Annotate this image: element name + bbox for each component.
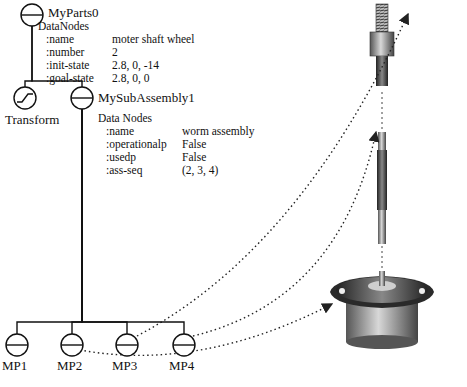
table-cell: False — [182, 151, 206, 164]
shaft-wheel — [370, 4, 394, 86]
tree-connector — [25, 26, 32, 87]
transform-node: Transform — [13, 86, 37, 110]
worm-rod — [377, 92, 387, 268]
leader-arrow — [80, 304, 332, 355]
tree-connector — [17, 109, 82, 334]
object-symbol — [70, 86, 94, 110]
object-node: MP1 — [5, 333, 29, 357]
table-cell: :number — [46, 46, 84, 59]
object-node: MySubAssembly1 — [70, 86, 94, 110]
tree-connector — [82, 109, 184, 334]
table-cell: 2.8, 0, -14 — [112, 59, 159, 72]
table-cell: :name — [46, 33, 74, 46]
table-heading: Data Nodes — [98, 112, 152, 125]
table-cell: :operationalp — [106, 138, 167, 151]
object-symbol — [5, 333, 29, 357]
table-cell: False — [182, 138, 206, 151]
table-cell: :ass-seq — [106, 164, 142, 177]
node-name: MP1 — [2, 359, 27, 373]
table-cell: worm assembly — [182, 125, 255, 138]
table-cell: :goal-state — [46, 72, 94, 85]
object-symbol — [172, 333, 196, 357]
object-node: MP3 — [115, 333, 139, 357]
table-cell: 2.8, 0, 0 — [112, 72, 149, 85]
node-name: MP3 — [112, 359, 137, 373]
table-heading: DataNodes — [38, 20, 89, 33]
table-cell: (2, 3, 4) — [182, 164, 218, 177]
transform-symbol — [13, 86, 37, 110]
table-cell: :name — [106, 125, 134, 138]
object-symbol — [115, 333, 139, 357]
table-cell: moter shaft wheel — [112, 33, 194, 46]
node-name: Transform — [5, 113, 59, 127]
table-cell: 2 — [112, 46, 118, 59]
node-name: MyParts0 — [48, 6, 99, 20]
object-symbol — [60, 333, 84, 357]
object-node: MP4 — [172, 333, 196, 357]
leader-arrow — [137, 14, 408, 336]
tree-connector — [72, 109, 82, 334]
motor — [330, 271, 434, 349]
node-name: MP4 — [169, 359, 194, 373]
node-name: MySubAssembly1 — [98, 91, 195, 105]
table-cell: :init-state — [46, 59, 89, 72]
leader-arrow — [193, 132, 376, 336]
object-node: MP2 — [60, 333, 84, 357]
table-cell: :usedp — [106, 151, 136, 164]
node-name: MP2 — [57, 359, 82, 373]
